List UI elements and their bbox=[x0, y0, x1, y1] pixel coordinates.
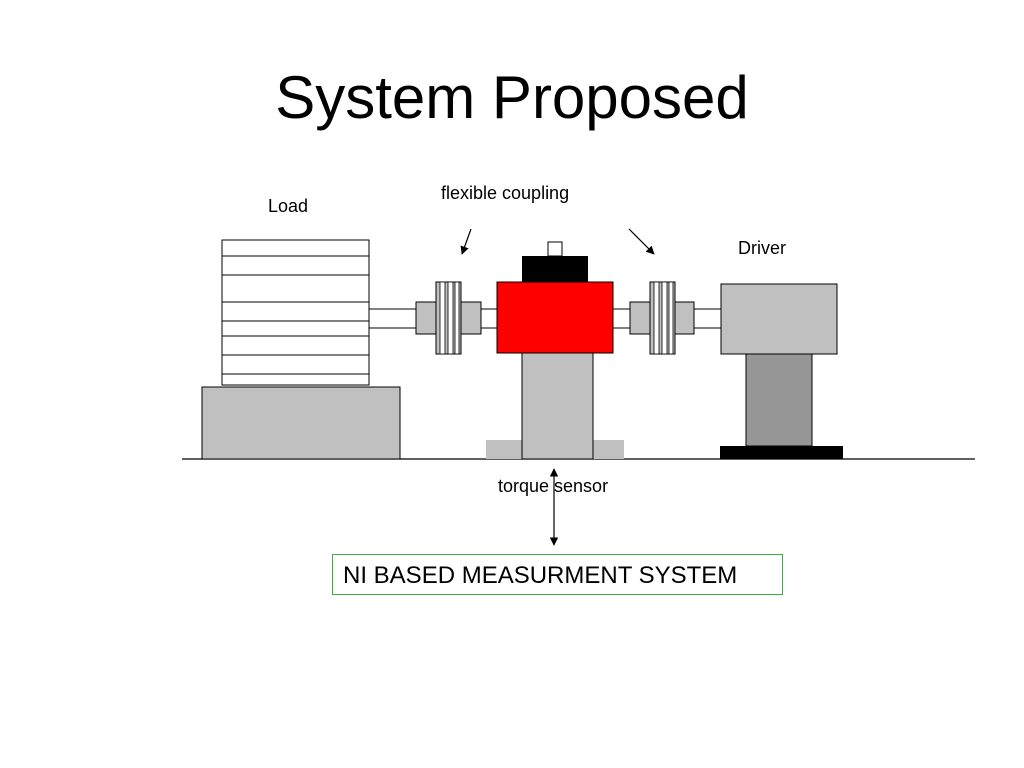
load-body bbox=[221, 239, 370, 386]
shaft-sensor-right bbox=[611, 308, 631, 329]
measurement-system-box: NI BASED MEASURMENT SYSTEM bbox=[332, 554, 783, 595]
label-torque-sensor: torque sensor bbox=[498, 476, 609, 496]
sensor-pedestal bbox=[521, 352, 594, 460]
coupling-arrow-right bbox=[628, 228, 655, 255]
torque-sensor bbox=[486, 241, 624, 460]
shaft-driver-side bbox=[693, 308, 722, 329]
shaft-sensor-left bbox=[480, 308, 498, 329]
driver-body bbox=[720, 283, 838, 355]
load-assembly bbox=[201, 239, 401, 460]
flexible-coupling-left bbox=[415, 281, 482, 355]
slide-title: System Proposed bbox=[275, 64, 749, 131]
driver-assembly bbox=[720, 283, 843, 459]
load-stripes bbox=[222, 255, 369, 375]
sensor-connector bbox=[522, 256, 588, 282]
label-load: Load bbox=[268, 196, 309, 216]
label-driver: Driver bbox=[738, 238, 786, 258]
flexible-coupling-right bbox=[629, 281, 695, 355]
driver-stand bbox=[745, 352, 813, 447]
label-flexible-coupling: flexible coupling bbox=[441, 183, 570, 203]
shaft-load-side bbox=[368, 308, 417, 329]
sensor-body bbox=[496, 281, 614, 354]
sensor-connector-pin bbox=[547, 241, 563, 257]
driver-foot bbox=[720, 446, 843, 459]
coupling-arrow-left bbox=[460, 228, 472, 255]
load-base bbox=[201, 386, 401, 460]
